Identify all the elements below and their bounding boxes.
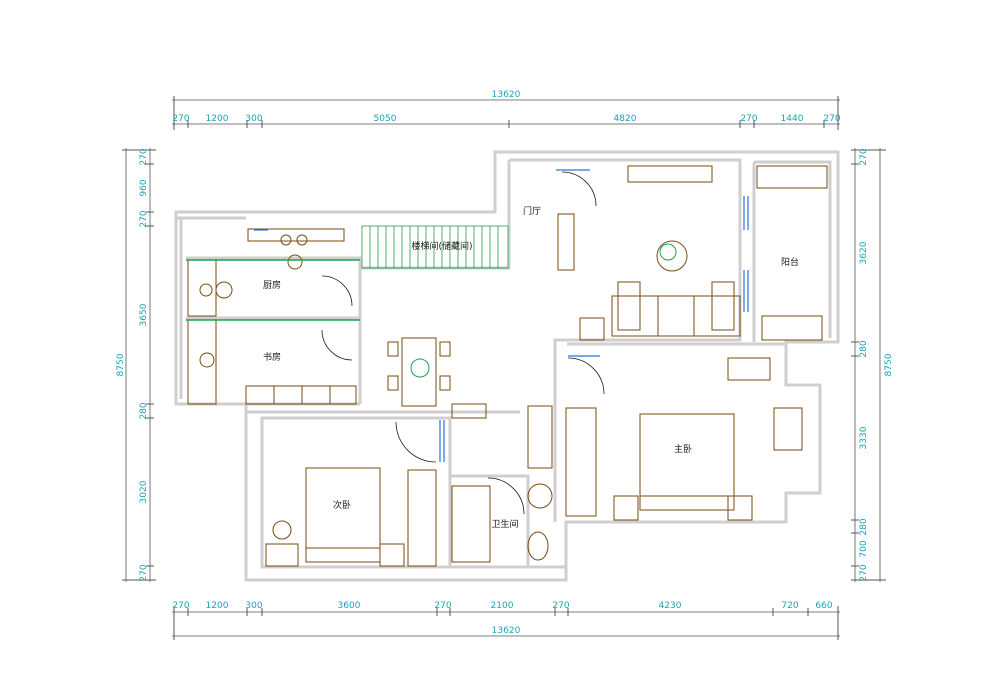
dim-bottom-seg: 2100 — [491, 601, 514, 611]
dim-top-seg: 270 — [740, 114, 757, 124]
dim-bottom-seg: 4230 — [659, 601, 682, 611]
plants — [410, 243, 677, 378]
dim-top-total: 13620 — [492, 90, 521, 100]
dim-left-total: 8750 — [116, 353, 126, 376]
dim-top-seg: 1200 — [206, 114, 229, 124]
label-kitchen: 厨房 — [263, 279, 281, 291]
dim-right-seg: 270 — [859, 564, 869, 581]
dim-top-seg: 1440 — [781, 114, 804, 124]
label-stair: 楼梯间(储藏间) — [411, 240, 472, 252]
door-swings — [321, 171, 605, 515]
dimension-lines — [122, 96, 886, 640]
label-study: 书房 — [263, 351, 281, 363]
dim-right-total: 8750 — [884, 353, 894, 376]
dim-right-seg: 700 — [859, 540, 869, 557]
label-balcony: 阳台 — [781, 256, 799, 268]
dim-right-seg: 270 — [859, 148, 869, 165]
dim-bottom-seg: 3600 — [338, 601, 361, 611]
dim-right-seg: 3330 — [859, 426, 869, 449]
dim-left-seg: 3020 — [139, 480, 149, 503]
dim-left-seg: 270 — [139, 564, 149, 581]
dim-left-seg: 960 — [139, 179, 149, 196]
dim-bottom-seg: 300 — [245, 601, 262, 611]
label-second-bedroom: 次卧 — [333, 499, 351, 511]
dim-left-seg: 270 — [139, 148, 149, 165]
dim-bottom-total: 13620 — [492, 626, 521, 636]
dim-left-seg: 280 — [139, 402, 149, 419]
dim-left-seg: 3650 — [139, 303, 149, 326]
label-entrance: 门厅 — [523, 205, 541, 217]
dim-top-seg: 5050 — [374, 114, 397, 124]
dim-top-seg: 270 — [823, 114, 840, 124]
dim-top-seg: 300 — [245, 114, 262, 124]
label-master-bedroom: 主卧 — [674, 443, 692, 455]
windows — [254, 169, 749, 462]
dim-bottom-seg: 660 — [815, 601, 832, 611]
dim-bottom-seg: 720 — [781, 601, 798, 611]
stairs — [361, 225, 509, 269]
dim-right-seg: 280 — [859, 340, 869, 357]
walls — [174, 150, 840, 582]
dim-right-seg: 3620 — [859, 241, 869, 264]
dim-bottom-seg: 270 — [172, 601, 189, 611]
dim-top-seg: 270 — [172, 114, 189, 124]
dim-right-seg: 280 — [859, 518, 869, 535]
dim-bottom-seg: 270 — [434, 601, 451, 611]
label-bathroom: 卫生间 — [491, 518, 518, 530]
furniture — [187, 165, 828, 567]
dim-left-seg: 270 — [139, 210, 149, 227]
dim-bottom-seg: 270 — [552, 601, 569, 611]
dim-bottom-seg: 1200 — [206, 601, 229, 611]
dim-top-seg: 4820 — [614, 114, 637, 124]
partitions — [186, 259, 360, 321]
